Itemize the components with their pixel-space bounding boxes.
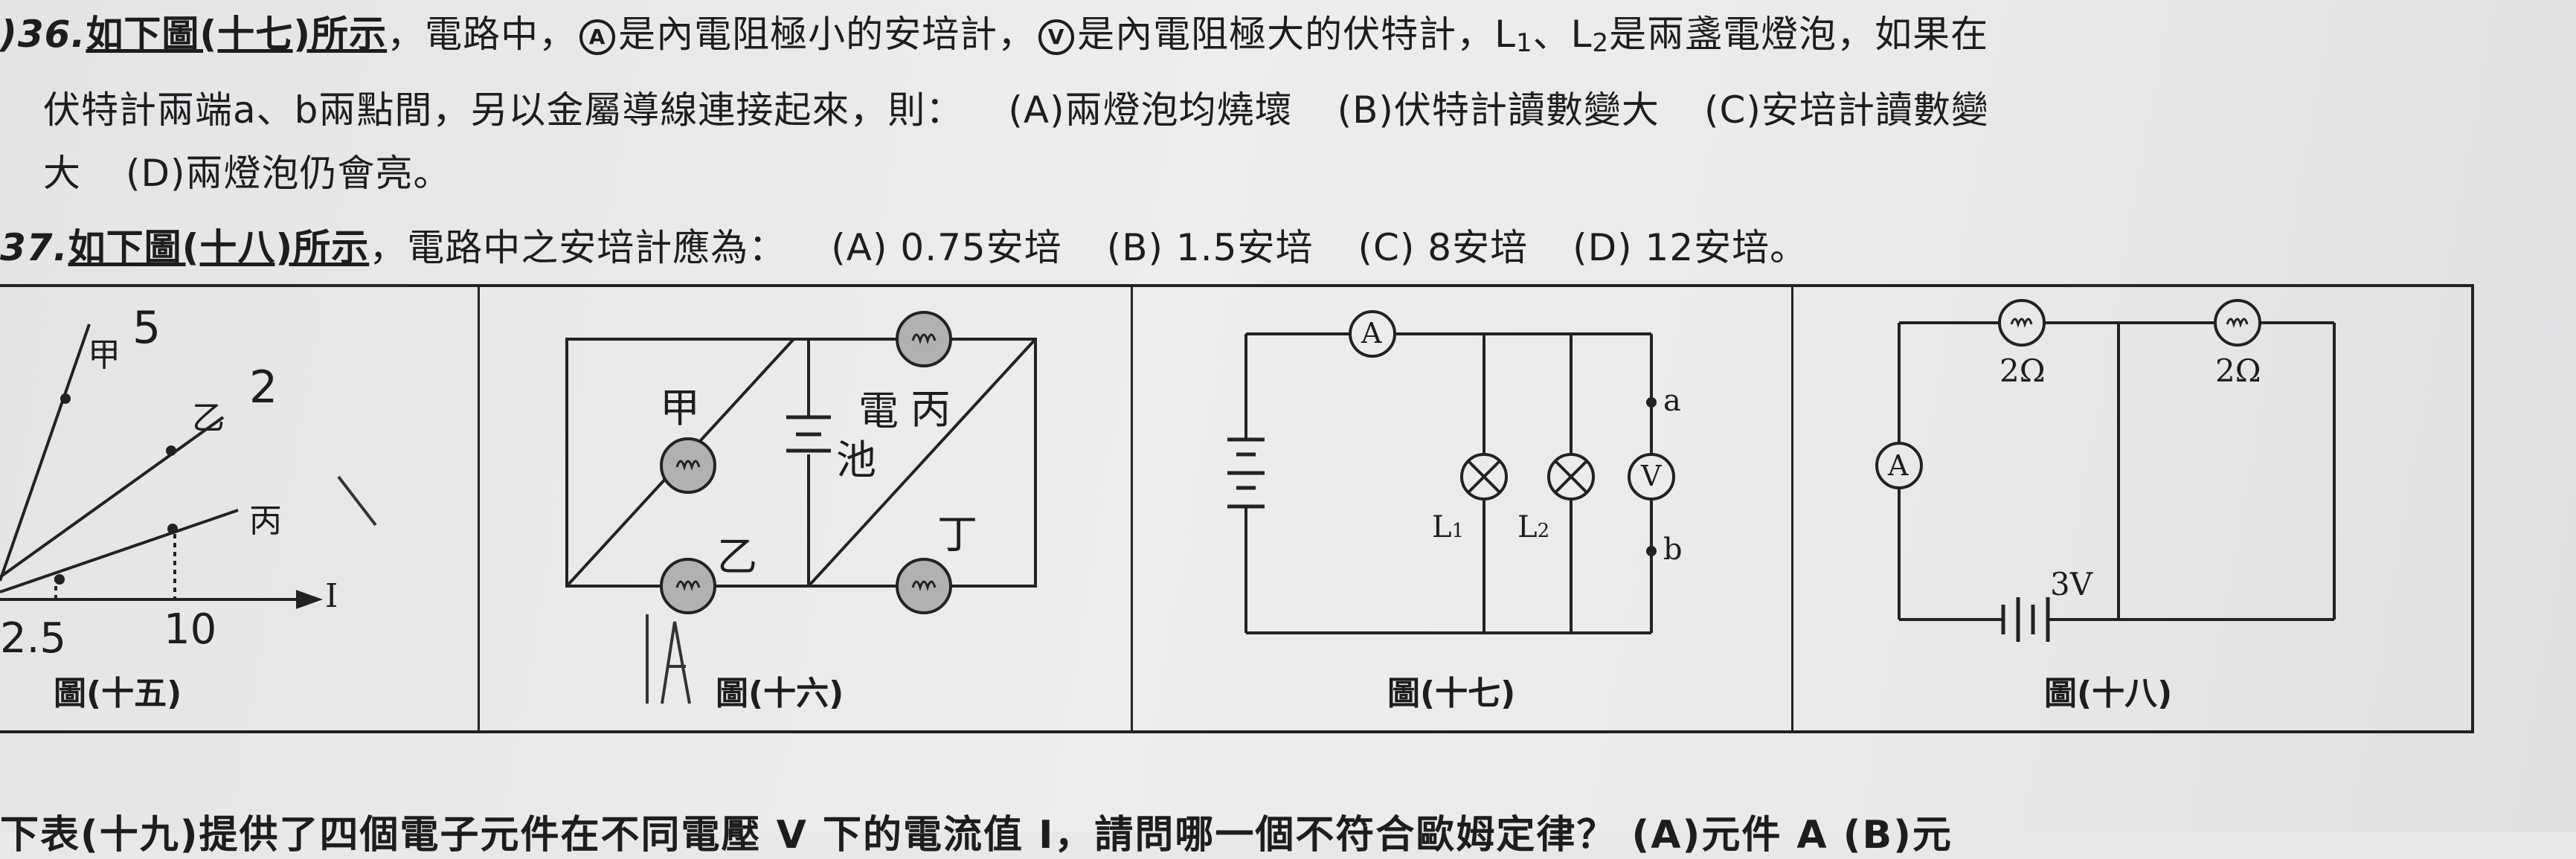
fig18-battery-label: 3V [2050,566,2093,602]
fig17-point-a: a [1663,384,1681,418]
figure-row: 甲 5 乙 2 丙 I 2.5 10 圖(十五) [0,284,2474,733]
figure-16-caption: 圖(十六) [716,675,844,712]
fig15-tick-10: 10 [164,605,217,654]
q37-number: 37. [0,226,68,269]
q36-number: )36. [0,13,86,56]
fig18-resistor1-label: 2Ω [2000,353,2046,389]
q36-stem: 伏特計兩端a、b兩點間，另以金屬導線連接起來，則： [43,89,964,132]
figure-15-caption: 圖(十五) [54,675,182,712]
fig16-label-jia: 甲 [660,385,700,431]
q36-line2: 伏特計兩端a、b兩點間，另以金屬導線連接起來，則： (A)兩燈泡均燒壞 (B)伏特計… [43,88,1989,132]
fig16-label-battery-2: 池 [836,437,876,483]
q36-option-a: (A)兩燈泡均燒壞 [1008,89,1293,132]
q36-option-c: (C)安培計讀數變 [1703,89,1989,132]
q36-title: 如下圖(十七)所示 [86,13,388,56]
fig15-label-bing: 丙 [249,502,282,540]
figure-15: 甲 5 乙 2 丙 I 2.5 10 圖(十五) [0,287,480,730]
q36-option-d: (D)兩燈泡仍會亮。 [126,152,452,195]
q37-line: 37.如下圖(十八)所示，電路中之安培計應為：(A) 0.75安培(B) 1.5… [0,226,1808,269]
fig15-axis-x-label: I [325,577,338,615]
fig15-handwritten-5: 5 [132,302,161,354]
fig16-label-bing: 丙 [910,386,951,433]
fig17-ammeter-label: A [1361,317,1382,350]
fig17-voltmeter-label: V [1641,460,1662,492]
fig18-ammeter-label: A [1888,449,1909,482]
figure-18-caption: 圖(十八) [2044,675,2173,712]
fig15-label-jia: 甲 [88,336,121,374]
fig16-label-ding: 丁 [937,511,977,558]
fig15-handwritten-2: 2 [249,361,278,414]
fig18-resistor2-label: 2Ω [2215,353,2261,389]
figure-17: A V a b L1 L2 圖(十七) [1131,287,1793,730]
q37-option-d: (D) 12安培。 [1573,226,1808,269]
fig17-lamp2-label: L2 [1517,510,1550,544]
q37-title: 如下圖(十八)所示 [68,226,370,269]
voltmeter-symbol: V [1038,19,1075,55]
fig17-lamp1-label: L1 [1432,510,1465,544]
q37-option-b: (B) 1.5安培 [1106,226,1314,269]
fig16-label-yi: 乙 [717,533,757,580]
ammeter-symbol: A [579,19,616,55]
fig17-point-b: b [1663,533,1683,567]
figure-16: 甲 乙 電 池 丙 丁 圖(十六) [478,287,1133,730]
q36-line3: 大(D)兩燈泡仍會亮。 [43,152,452,195]
fig15-label-yi: 乙 [192,399,225,437]
fig15-handwritten-tick: 2.5 [0,614,67,663]
fig16-label-battery-1: 電 [858,387,899,434]
figure-17-caption: 圖(十七) [1387,675,1516,712]
q38-partial-line: 下表(十九)提供了四個電子元件在不同電壓 V 下的電流值 I，請問哪一個不符合歐… [0,813,1953,858]
q37-option-c: (C) 8安培 [1358,226,1529,269]
q36-option-b: (B)伏特計讀數變大 [1337,89,1660,132]
q37-option-a: (A) 0.75安培 [831,226,1062,269]
figure-18: A 2Ω 2Ω 3V 圖(十八) [1791,287,2471,730]
